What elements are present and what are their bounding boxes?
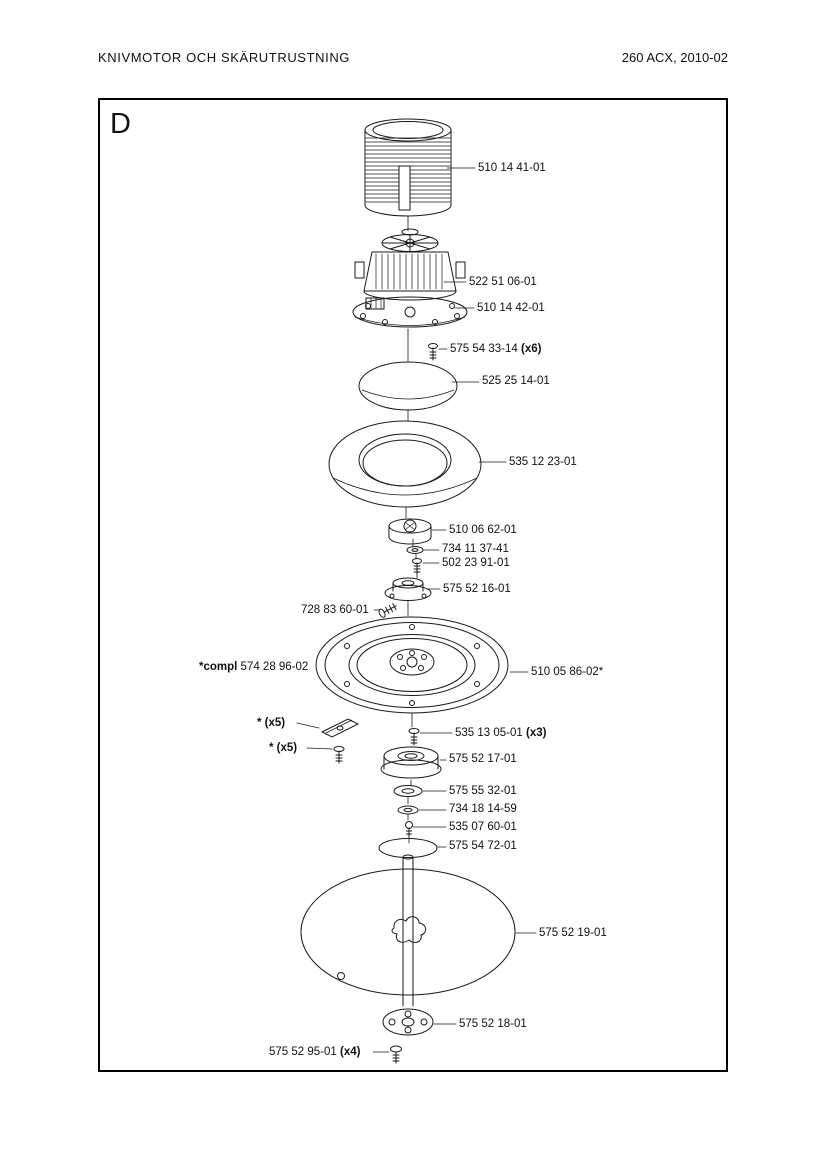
part-label: 522 51 06-01 [469,276,537,288]
part-label: 575 52 16-01 [443,583,511,595]
part-label: 510 06 62-01 [449,524,517,536]
part-510-06-62-01-drawing [388,518,432,545]
part-575-52-17-01-drawing [380,746,442,779]
part-535-12-23-01-drawing [328,420,482,508]
part-label: 575 52 19-01 [539,927,607,939]
part-label: 535 07 60-01 [449,821,517,833]
shaft-rod-drawing [402,854,414,1007]
part-label: 575 52 17-01 [449,753,517,765]
part-510-14-42-01-drawing [352,296,468,328]
part-label: 728 83 60-01 [301,604,369,616]
part-575-54-72-01-drawing [378,838,438,858]
part-label: 510 05 86-02* [531,666,604,678]
part-525-25-14-01-drawing [358,361,458,411]
part-label: * (x5) [257,717,286,729]
part-575-52-95-01-drawing [390,1045,402,1064]
part-label: 575 54 72-01 [449,840,517,852]
part-label: 502 23 91-01 [442,557,510,569]
part-575-52-18-01-drawing [382,1008,434,1036]
centerline [405,215,418,844]
part-575-52-16-01-drawing [384,577,432,601]
part-535-13-05-01-drawing [408,728,420,746]
part-575-52-19-01-drawing [300,868,516,996]
part-502-23-91-01-drawing [412,558,422,575]
part-575-55-32-01-drawing [393,785,423,797]
part-label: 734 11 37-41 [442,543,509,555]
part-label: 510 14 42-01 [477,302,545,314]
part-label: 734 18 14-59 [449,803,517,815]
part-575-54-33-14-drawing [428,343,438,361]
part-734-18-14-59-drawing [397,805,419,815]
part-label: 575 52 18-01 [459,1018,527,1030]
part-blade-screw-drawing [333,746,345,764]
part-label: 535 12 23-01 [509,456,577,468]
part-label: 575 54 33-14 (x6) [450,343,542,355]
part-510-05-86-02-drawing [315,616,509,714]
part-535-07-60-01-drawing [405,821,413,838]
part-label: *compl 574 28 96-02 [199,661,309,673]
part-label: 525 25 14-01 [482,375,550,387]
section-letter: D [110,108,131,140]
part-label: 575 52 95-01 (x4) [269,1046,361,1058]
part-522-51-06-01-drawing [354,228,466,301]
part-510-14-41-01-drawing [364,118,452,217]
page-title: KNIVMOTOR OCH SKÄRUTRUSTNING [98,50,351,65]
part-label: 535 13 05-01 (x3) [455,727,547,739]
document-reference: 260 ACX, 2010-02 [621,50,728,65]
part-blade-insert-drawing [320,718,360,738]
part-label: 575 55 32-01 [449,785,517,797]
leader-lines [296,167,537,1053]
part-728-83-60-01-drawing [378,603,397,618]
part-label: 510 14 41-01 [478,162,546,174]
part-734-11-37-41-drawing [406,546,424,554]
part-label: * (x5) [269,742,298,754]
